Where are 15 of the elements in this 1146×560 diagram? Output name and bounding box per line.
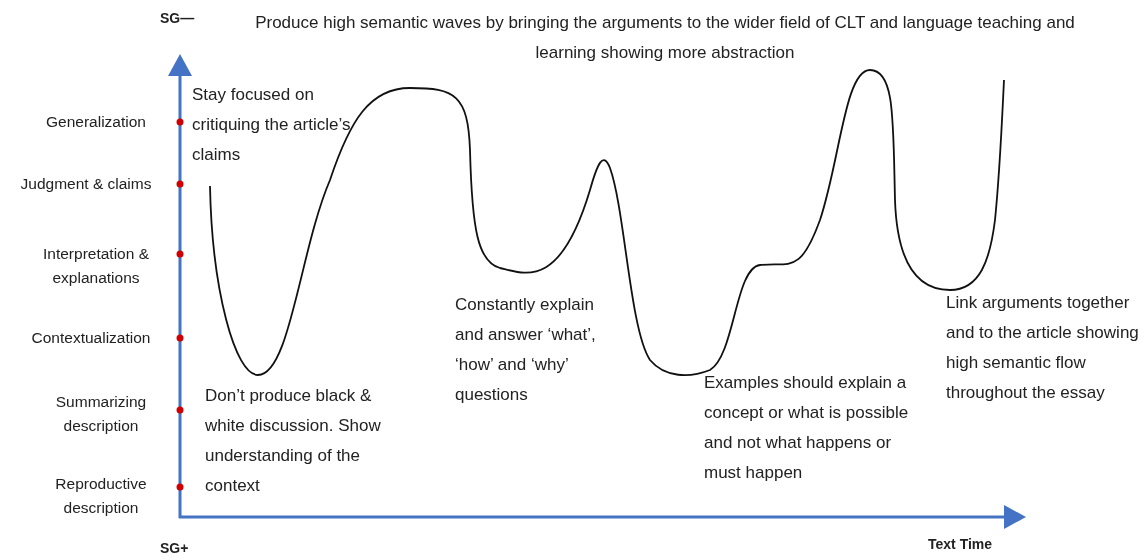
axis-category-label: Judgment & claims bbox=[19, 174, 153, 194]
annotation-text: Produce high semantic waves by bringing the arguments to the wider field of CLT and language teaching and learning showing more abstraction bbox=[254, 12, 1076, 64]
axis-category-label: Summarizing description bbox=[54, 392, 148, 436]
annotation-text: Constantly explain and answer ‘what’, ‘how’ and ‘why’ questions bbox=[455, 294, 597, 406]
axis-title: Text Time bbox=[928, 536, 994, 552]
axis-category-label: Contextualization bbox=[30, 328, 152, 348]
annotation-text: Don’t produce black & white discussion. Show understanding of the context bbox=[205, 385, 382, 497]
axis-category-label: Interpretation & explanations bbox=[42, 244, 150, 288]
annotation-text: Stay focused on critiquing the article’s claims bbox=[192, 84, 352, 166]
axis-end-label: SG+ bbox=[160, 540, 190, 556]
axis-category-label: Generalization bbox=[45, 112, 147, 132]
annotation-text: Examples should explain a concept or what is possible and not what happens or must happen bbox=[704, 372, 909, 484]
axis-end-label: SG— bbox=[160, 10, 196, 26]
annotation-text: Link arguments together and to the article showing high semantic flow throughout the essay bbox=[946, 292, 1140, 404]
axis-category-label: Reproductive description bbox=[54, 474, 148, 518]
